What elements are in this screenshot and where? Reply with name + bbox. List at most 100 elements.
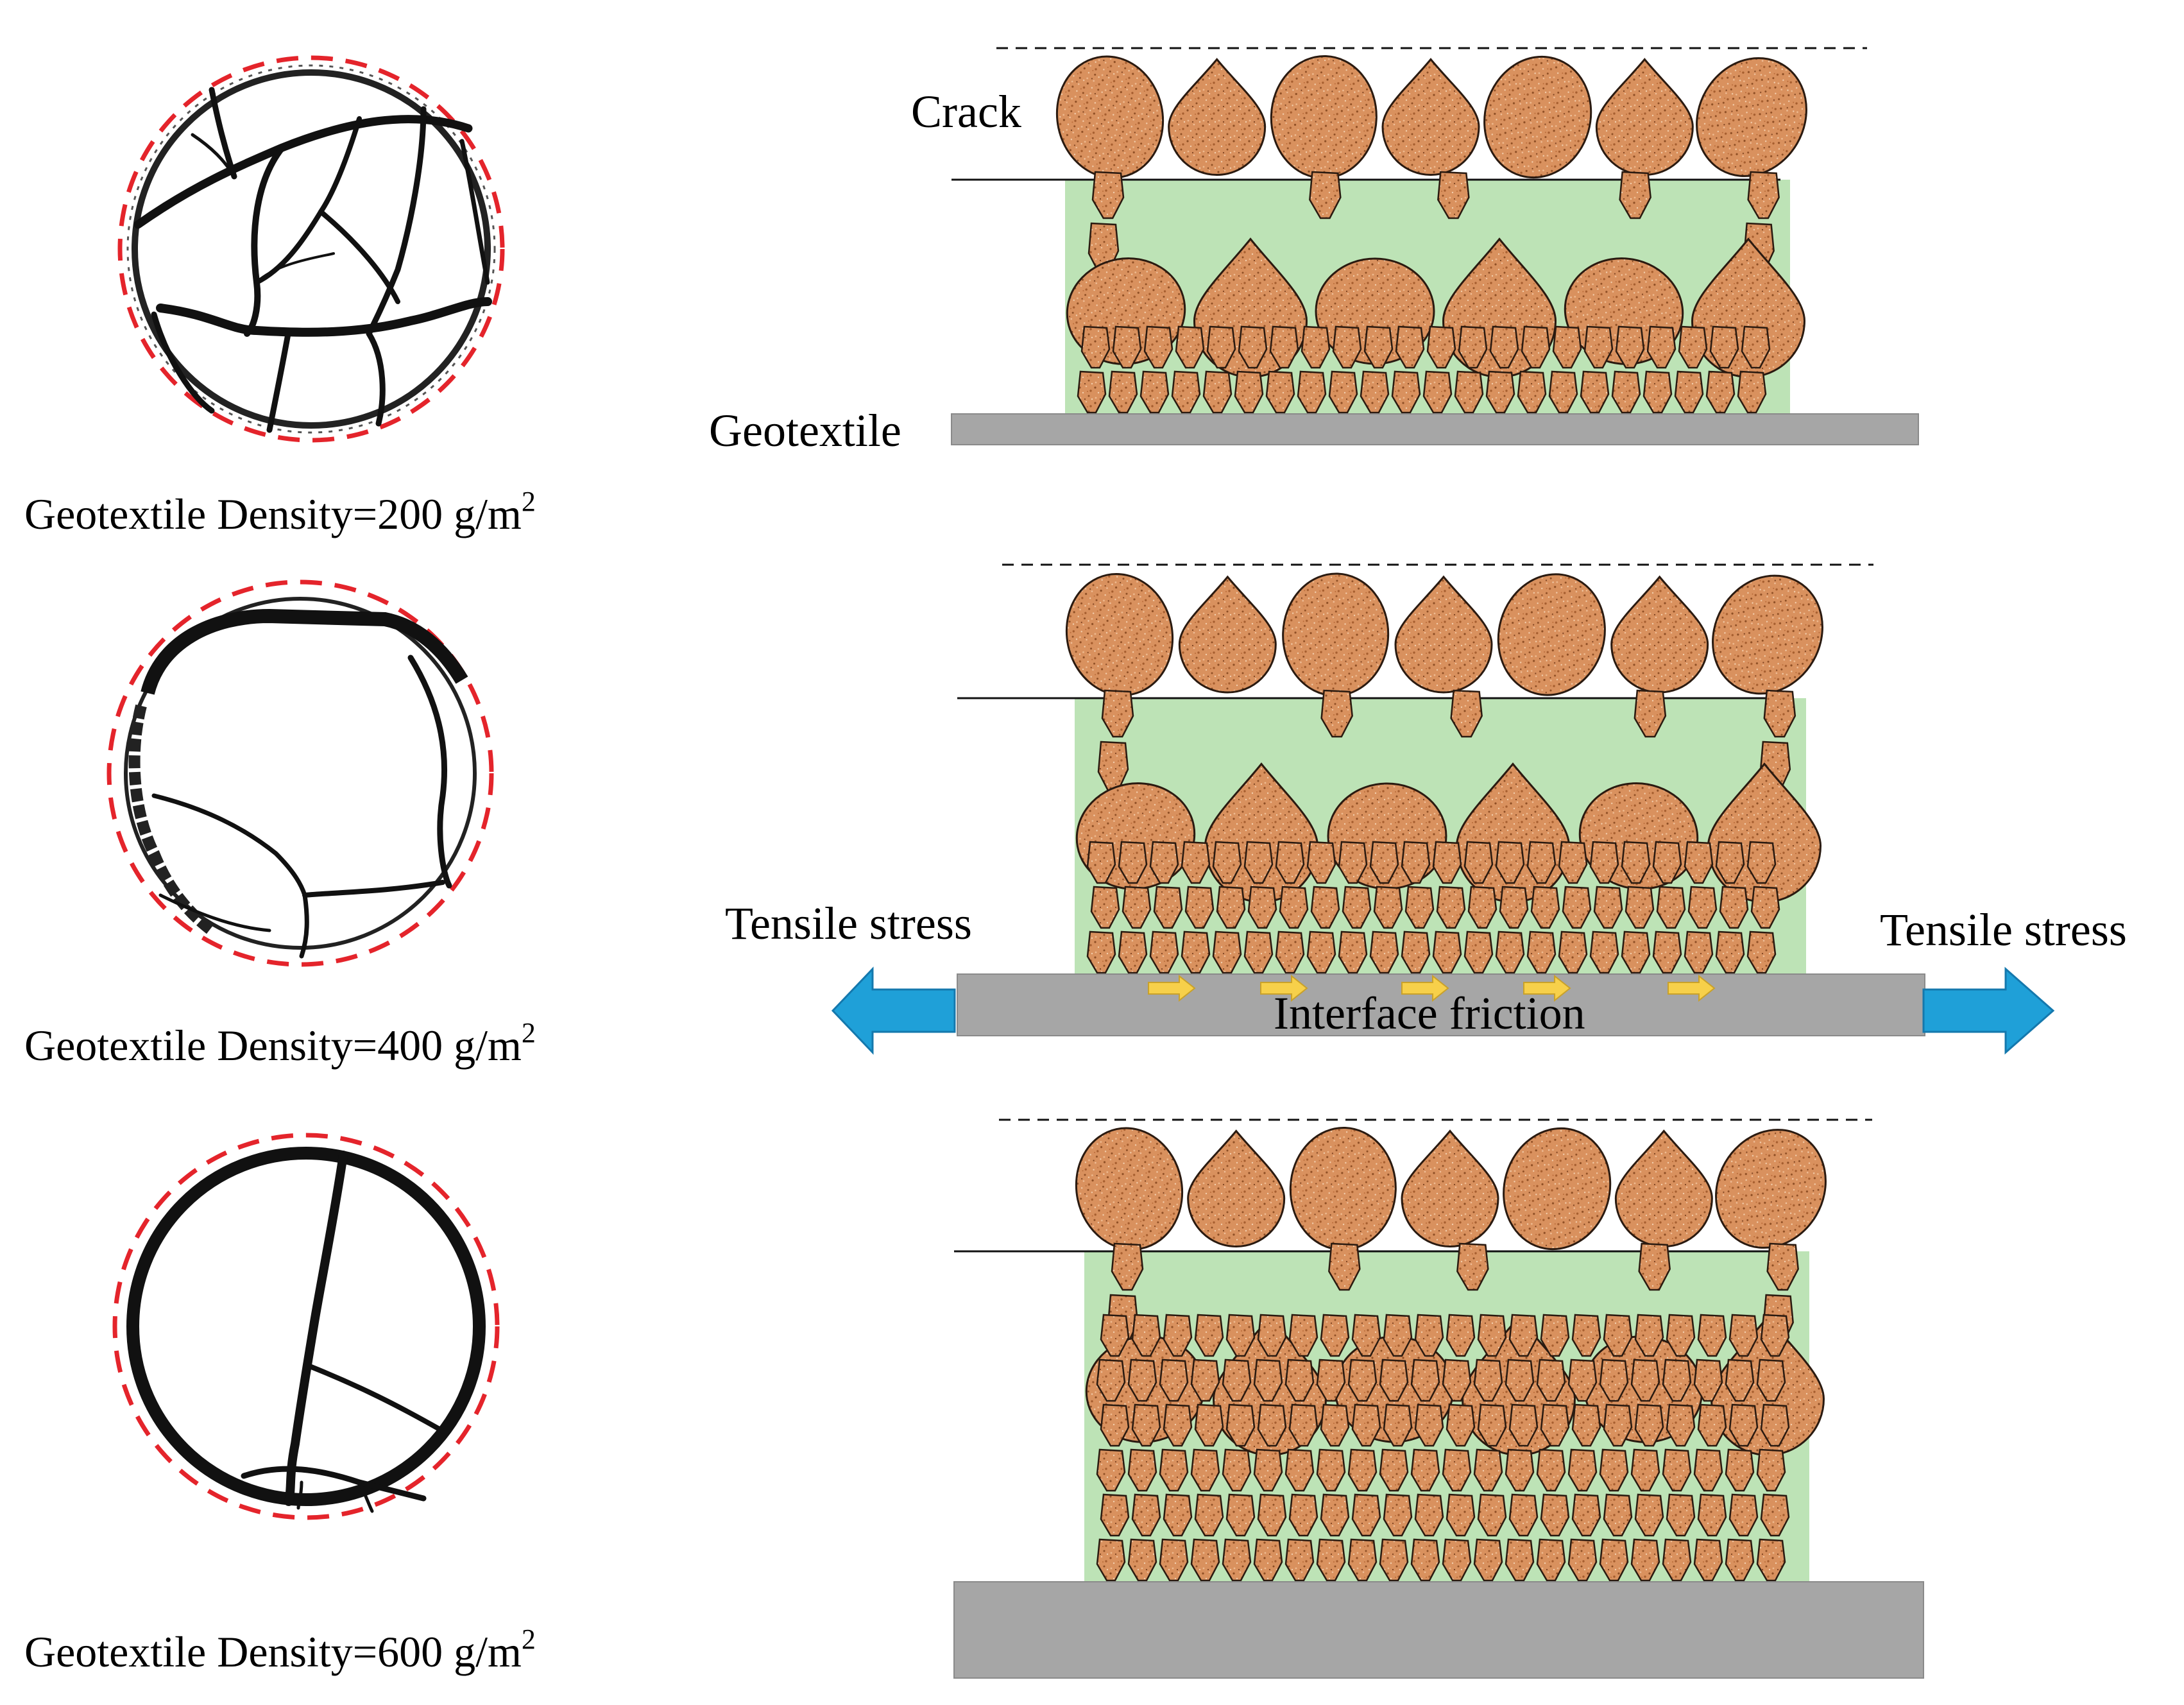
fine-grain xyxy=(1379,1448,1409,1492)
sample-2-photo xyxy=(107,579,494,967)
fine-grain xyxy=(1571,1314,1601,1357)
fine-grain xyxy=(1477,1314,1507,1357)
fine-grain xyxy=(1599,1358,1629,1402)
fine-grain xyxy=(1756,1358,1786,1402)
fine-grain xyxy=(1131,1314,1161,1357)
fine-grain xyxy=(1225,1314,1256,1357)
fine-grain xyxy=(1410,1448,1440,1492)
fine-grain xyxy=(1171,370,1201,414)
fine-grain xyxy=(1297,370,1327,414)
fine-grain xyxy=(1401,930,1431,974)
fine-grain xyxy=(1422,370,1453,414)
fine-grain xyxy=(1473,1358,1503,1402)
fine-grain xyxy=(1118,930,1148,974)
coarse-grain xyxy=(1712,574,1823,695)
coarse-grain xyxy=(1065,573,1174,696)
fine-grain xyxy=(1426,325,1456,369)
fine-grain xyxy=(1603,1493,1633,1537)
fine-grain xyxy=(1583,325,1614,369)
fine-grain xyxy=(1603,1403,1633,1447)
fine-grain xyxy=(1450,689,1483,738)
fine-grain xyxy=(1383,1493,1413,1537)
fine-grain xyxy=(1190,1448,1220,1492)
fine-grain xyxy=(1127,1538,1157,1582)
coarse-grain xyxy=(1595,58,1694,176)
fine-grain xyxy=(1391,370,1421,414)
fine-grain xyxy=(1558,841,1588,884)
fine-grain xyxy=(1567,1448,1598,1492)
fine-grain xyxy=(1750,886,1780,929)
fine-grain xyxy=(1265,370,1295,414)
fine-grain xyxy=(1379,1358,1409,1402)
fine-grain xyxy=(1216,886,1246,929)
friction-arrow-icon xyxy=(1523,974,1571,1002)
crack-label: Crack xyxy=(911,86,1021,137)
coarse-grain xyxy=(1503,1127,1612,1251)
fine-grain xyxy=(1652,841,1682,884)
fine-grain xyxy=(1611,370,1641,414)
fine-grain xyxy=(1194,1493,1224,1537)
fine-grain xyxy=(1473,1538,1503,1582)
fine-grain xyxy=(1526,841,1557,884)
fine-grain xyxy=(1149,841,1179,884)
fine-grain xyxy=(1080,325,1111,369)
fine-grain xyxy=(1275,841,1305,884)
mechanism-panels xyxy=(951,47,1925,1679)
fine-grain xyxy=(1253,1358,1283,1402)
fine-grain xyxy=(1634,689,1667,738)
friction-arrow-icon xyxy=(1668,974,1716,1002)
fine-grain xyxy=(1536,1358,1566,1402)
fine-grain xyxy=(1756,1448,1786,1492)
fine-grain xyxy=(1715,930,1745,974)
panel-1 xyxy=(951,47,1919,445)
fine-grain xyxy=(1662,1358,1692,1402)
fine-grain xyxy=(1190,1358,1220,1402)
fine-grain xyxy=(1363,325,1394,369)
coarse-grain xyxy=(1289,1127,1397,1251)
fine-grain xyxy=(1630,1538,1660,1582)
fine-grain xyxy=(1508,1314,1539,1357)
fine-grain xyxy=(1328,370,1358,414)
sample-2-caption: Geotextile Density=400 g/m2 xyxy=(24,1017,536,1070)
fine-grain xyxy=(1351,1493,1381,1537)
fine-grain xyxy=(1634,1493,1664,1537)
fine-grain xyxy=(1288,1314,1318,1357)
fine-grain xyxy=(1175,325,1205,369)
fine-grain xyxy=(1206,325,1236,369)
fine-grain xyxy=(1517,370,1547,414)
fine-grain xyxy=(1131,1493,1161,1537)
fine-grain xyxy=(1202,370,1233,414)
fine-grain xyxy=(1306,930,1336,974)
fine-grain xyxy=(1159,1448,1189,1492)
fine-grain xyxy=(1747,171,1780,219)
sample-3-caption: Geotextile Density=600 g/m2 xyxy=(24,1624,536,1676)
coarse-grain xyxy=(1168,58,1267,176)
tensile-arrow-right-icon xyxy=(1922,966,2055,1055)
fine-grain xyxy=(1383,1403,1413,1447)
fine-grain xyxy=(1159,1538,1189,1582)
sample-1-photo xyxy=(117,55,505,443)
fine-grain xyxy=(1678,325,1708,369)
fine-grain xyxy=(1112,325,1142,369)
panel-3 xyxy=(953,1118,1924,1679)
fine-grain xyxy=(1674,370,1704,414)
fine-grain xyxy=(1379,1538,1409,1582)
fine-grain xyxy=(1521,325,1551,369)
fine-grain xyxy=(1077,370,1107,414)
fine-grain xyxy=(1222,1538,1252,1582)
fine-grain xyxy=(1414,1314,1444,1357)
fine-grain xyxy=(1599,1538,1629,1582)
fine-grain xyxy=(1222,1358,1252,1402)
fine-grain xyxy=(1306,841,1336,884)
coarse-grain xyxy=(1696,57,1807,177)
fine-grain xyxy=(1257,1403,1287,1447)
fine-grain xyxy=(1163,1403,1193,1447)
fine-grain xyxy=(1369,841,1399,884)
sample-1-caption: Geotextile Density=200 g/m2 xyxy=(24,486,536,538)
coarse-grain xyxy=(1187,1129,1286,1247)
fine-grain xyxy=(1194,1403,1224,1447)
fine-grain xyxy=(1347,1358,1378,1402)
fine-grain xyxy=(1599,1448,1629,1492)
fine-grain xyxy=(1684,841,1714,884)
fine-grain xyxy=(1567,1358,1598,1402)
